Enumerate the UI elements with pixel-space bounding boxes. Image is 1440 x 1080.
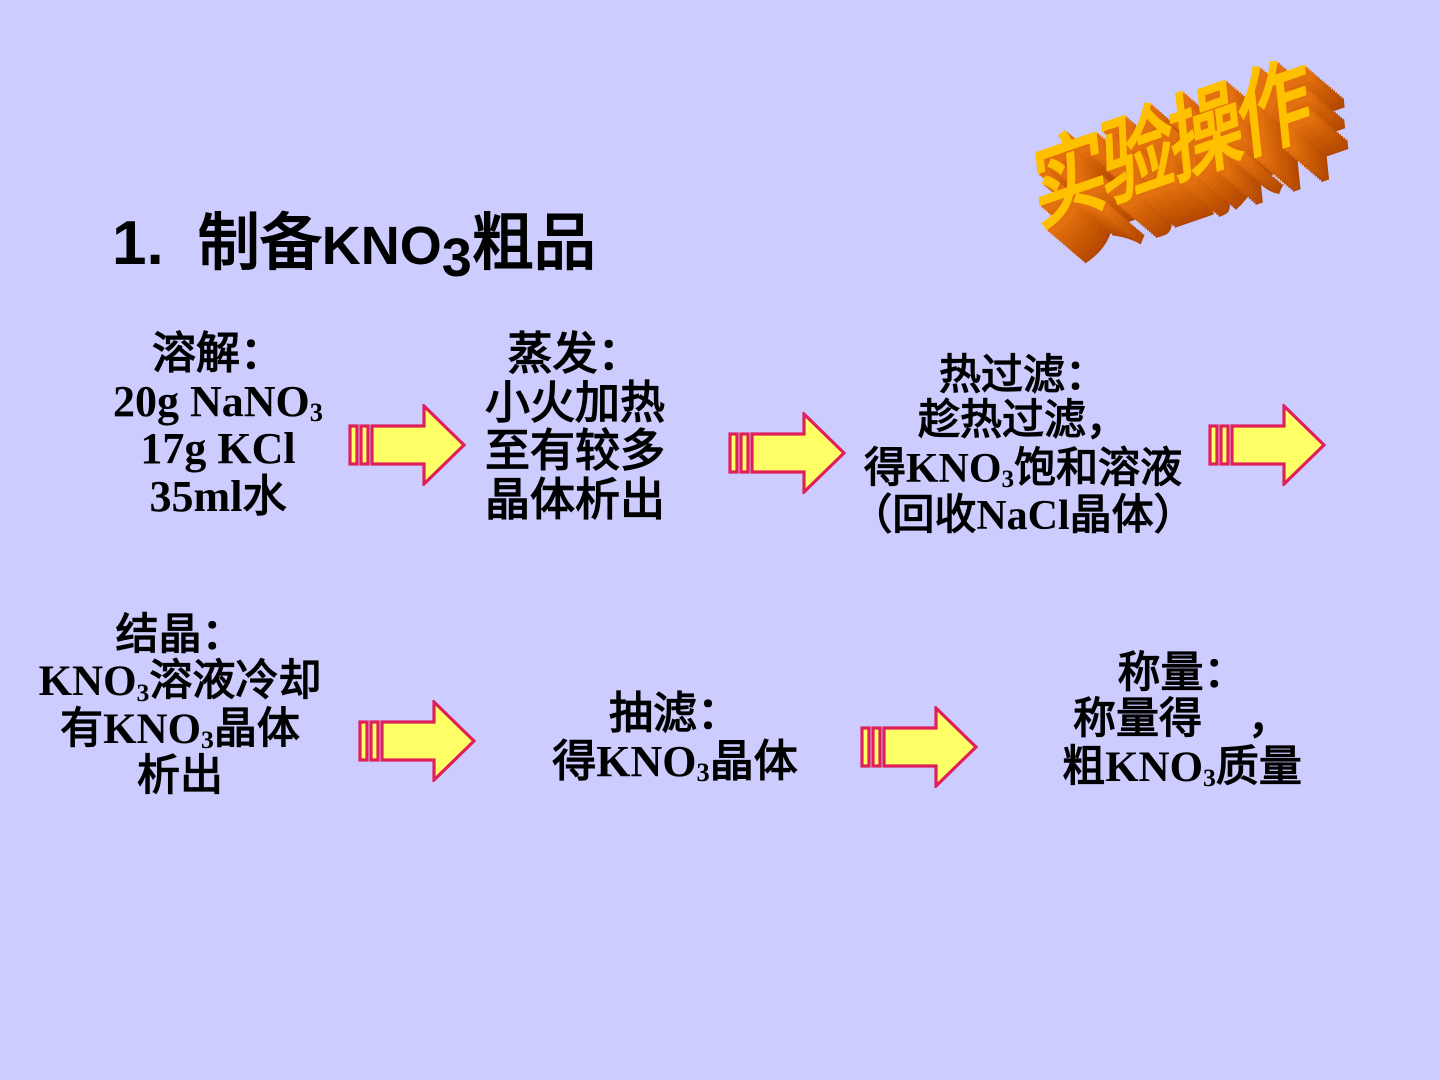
text-run: NaCl	[976, 493, 1070, 540]
step-evaporate-line-3: 晶体析出	[450, 472, 700, 526]
text-run: 称量得	[1073, 694, 1202, 745]
step-crystallize-line-2: 有KNO3晶体	[20, 703, 340, 755]
text-run: 质量	[1215, 741, 1302, 792]
arrow-3	[1208, 404, 1326, 486]
step-weigh-line-2: 粗KNO3质量	[1022, 741, 1342, 793]
step-weigh-heading: 称量：	[1117, 648, 1247, 698]
step-dissolve-line-1: 20g NaNO3	[68, 376, 368, 427]
text-run: （回收	[850, 490, 977, 540]
step-hot-filter-line-1: 趁热过滤，	[838, 397, 1208, 444]
text-run: 3	[696, 756, 710, 787]
text-run: 3	[201, 725, 214, 755]
step-hot-filter: 热过滤： 趁热过滤， 得KNO3饱和溶液 （回收NaCl晶体）	[838, 352, 1208, 539]
text-run: 17g KCl	[140, 424, 296, 474]
text-run: 得	[863, 442, 906, 492]
step-crystallize-heading: 结晶：	[115, 610, 245, 660]
step-crystallize-line-3: 析出	[20, 753, 340, 800]
striped-right-arrow-icon	[728, 412, 846, 494]
arrow-5	[860, 706, 978, 788]
title-formula: KNO	[321, 216, 442, 276]
text-run: 3	[136, 677, 150, 707]
text-run: KNO	[596, 736, 697, 786]
arrow-4	[358, 700, 476, 782]
text-run: 趁热过滤，	[917, 395, 1128, 445]
text-run: 3	[1203, 763, 1216, 793]
text-run: 35ml	[149, 471, 243, 521]
text-run: 3	[309, 396, 323, 427]
step-suction-filter-line-1: 得KNO3晶体	[520, 735, 830, 787]
text-run: 至有较多	[484, 424, 665, 478]
text-run: 粗	[1062, 741, 1106, 792]
text-run: 晶体析出	[484, 472, 665, 526]
step-dissolve-heading: 溶解：	[152, 328, 284, 379]
text-run: 晶体	[709, 735, 798, 787]
step-hot-filter-line-2: 得KNO3饱和溶液	[838, 442, 1208, 493]
title-formula-subscript: 3	[441, 227, 472, 288]
step-evaporate: 蒸发： 小火加热 至有较多 晶体析出	[450, 327, 700, 526]
title-text-after: 粗品	[471, 206, 596, 279]
step-suction-filter: 抽滤： 得KNO3晶体	[520, 688, 830, 787]
text-run: 20g NaNO	[113, 376, 310, 426]
title-text-before: 制备	[197, 206, 322, 279]
striped-right-arrow-icon	[358, 700, 476, 782]
page-title: 1. 制备KNO3粗品	[112, 209, 596, 285]
text-run: 小火加热	[484, 375, 665, 429]
step-evaporate-line-1: 小火加热	[450, 375, 700, 429]
text-run: 饱和溶液	[1014, 442, 1183, 492]
step-dissolve: 溶解： 20g NaNO3 17g KCl 35ml水	[68, 330, 368, 520]
text-run: 水	[242, 470, 287, 522]
text-run: 有	[60, 703, 104, 754]
step-crystallize-line-1: KNO3溶液冷却	[20, 656, 340, 707]
text-run: ，	[1248, 694, 1291, 745]
striped-right-arrow-icon	[860, 706, 978, 788]
step-weigh-line-1: 称量得 ，	[1022, 696, 1342, 743]
text-run: KNO	[1105, 743, 1204, 791]
text-run: KNO	[38, 658, 137, 706]
step-evaporate-heading: 蒸发：	[507, 327, 643, 380]
wordart-text: 实验操作	[1027, 42, 1312, 247]
step-hot-filter-heading: 热过滤：	[938, 350, 1107, 399]
text-run: 得	[552, 735, 597, 787]
arrow-1	[348, 404, 466, 486]
text-run: 溶液冷却	[149, 656, 322, 707]
wordart-container: 实验操作	[985, 42, 1355, 297]
step-suction-filter-heading: 抽滤：	[609, 688, 741, 739]
text-run: KNO	[103, 705, 202, 753]
striped-right-arrow-icon	[348, 404, 466, 486]
text-run: KNO	[905, 445, 1002, 492]
step-dissolve-line-2: 17g KCl	[68, 425, 368, 473]
step-dissolve-line-3: 35ml水	[68, 470, 368, 522]
step-weigh: 称量： 称量得 ， 粗KNO3质量	[1022, 648, 1342, 793]
text-run: 晶体）	[1069, 490, 1196, 540]
step-hot-filter-line-3: （回收NaCl晶体）	[838, 492, 1208, 539]
striped-right-arrow-icon	[1208, 404, 1326, 486]
text-run: 晶体	[213, 703, 300, 754]
step-crystallize: 结晶： KNO3溶液冷却 有KNO3晶体 析出	[20, 612, 340, 801]
text-run: 析出	[137, 751, 223, 802]
title-number: 1.	[112, 209, 164, 278]
arrow-2	[728, 412, 846, 494]
text-run: 3	[1001, 465, 1015, 493]
step-evaporate-line-2: 至有较多	[450, 424, 700, 478]
